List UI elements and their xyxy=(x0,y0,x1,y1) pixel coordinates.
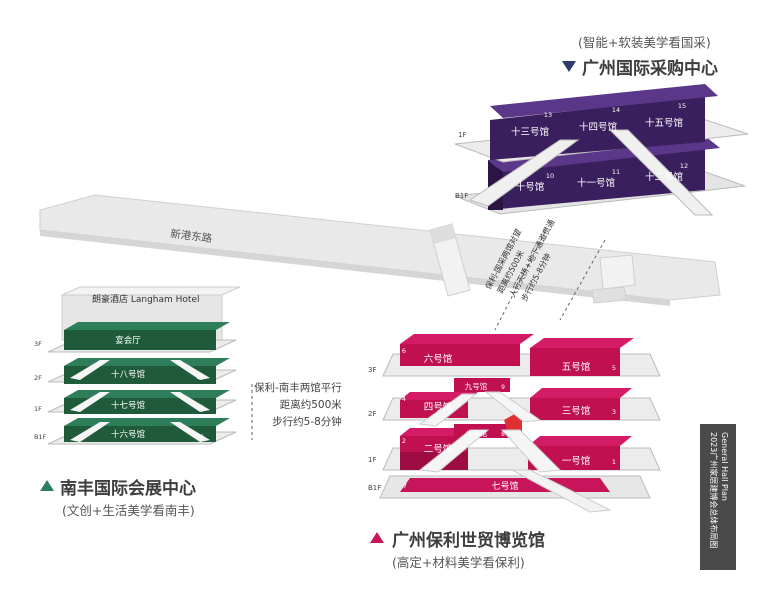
hall-number: 1 xyxy=(612,458,616,466)
floor-label: 2F xyxy=(34,374,42,382)
hall-number: 10 xyxy=(546,172,554,180)
hall-number: 11 xyxy=(612,168,620,176)
hall-number: 14 xyxy=(612,106,620,114)
floor-label: 2F xyxy=(368,410,376,418)
hall-label: 九号馆 xyxy=(465,381,488,391)
guocai-subtitle: (智能+软装美学看国采) xyxy=(578,32,711,51)
floor-label: 1F xyxy=(458,131,466,139)
hall-label: 十五号馆 xyxy=(645,117,683,129)
hall-number: 17 xyxy=(196,405,204,412)
hall-number: 4 xyxy=(402,395,406,403)
poly-title: 广州保利世贸博览馆 xyxy=(392,526,545,551)
hall-label: 六号馆 xyxy=(424,353,453,365)
nanfeng-title: 南丰国际会展中心 xyxy=(60,474,196,499)
hall-number: 13 xyxy=(544,111,552,119)
triangle-down-icon xyxy=(562,61,576,72)
side-tab: General Hall Plan 2023广州家居建博会总体布局图 xyxy=(700,424,736,570)
hall-label: 十七号馆 xyxy=(111,400,145,411)
side-tab-title: General Hall Plan xyxy=(719,432,730,570)
floor-label: 1F xyxy=(368,456,376,464)
hall-label: 十四号馆 xyxy=(579,121,617,133)
floor-label: B1F xyxy=(368,484,381,492)
floor-label: 3F xyxy=(368,366,376,374)
hall-number: 3 xyxy=(612,408,616,416)
guangzhou-procurement-building xyxy=(455,84,748,215)
hall-label: 三号馆 xyxy=(562,405,591,417)
side-tab-subtitle: 2023广州家居建博会总体布局图 xyxy=(708,432,719,570)
hall-number: 2 xyxy=(402,437,406,445)
note-line: 保利-南丰两馆平行 xyxy=(254,380,342,397)
hall-label: 七号馆 xyxy=(491,480,518,492)
note-poly-nanfeng: 保利-南丰两馆平行 距离约500米 步行约5-8分钟 xyxy=(254,380,342,431)
hall-label: 八号馆 xyxy=(465,428,488,438)
hall-label: 十八号馆 xyxy=(111,369,145,380)
nanfeng-building xyxy=(48,287,240,444)
nanfeng-subtitle: (文创+生活美学看南丰) xyxy=(62,500,195,519)
hall-label: 五号馆 xyxy=(562,361,591,373)
hall-label: 十六号馆 xyxy=(111,429,145,440)
hall-number: 18 xyxy=(196,374,204,381)
hall-number: 8 xyxy=(501,431,505,438)
hall-label: 十一号馆 xyxy=(577,177,615,189)
triangle-up-icon xyxy=(370,532,384,543)
triangle-up-icon xyxy=(40,480,54,491)
hall-number: 5 xyxy=(612,364,616,372)
hall-number: 12 xyxy=(680,162,688,170)
floor-label: B1F xyxy=(34,433,47,441)
note-line: 步行约5-8分钟 xyxy=(254,414,342,431)
hall-label: 四号馆 xyxy=(424,401,453,413)
floor-label: B1F xyxy=(455,192,468,200)
guocai-title: 广州国际采购中心 xyxy=(582,54,718,79)
floor-label: 1F xyxy=(34,405,42,413)
hall-number: 7 xyxy=(403,482,407,490)
hall-number: 9 xyxy=(501,384,505,391)
hall-number: 16 xyxy=(196,434,204,441)
hall-label: 二号馆 xyxy=(424,443,453,455)
floor-label: 3F xyxy=(34,340,42,348)
hall-label: 一号馆 xyxy=(562,455,591,467)
hall-label: 十二号馆 xyxy=(645,171,683,183)
hall-label: 十号馆 xyxy=(516,181,545,193)
hotel-label: 朗豪酒店 Langham Hotel xyxy=(92,293,200,305)
hall-number: 6 xyxy=(402,347,406,355)
hall-label: 宴会厅 xyxy=(115,335,141,346)
note-line: 距离约500米 xyxy=(254,397,342,414)
poly-subtitle: (高定+材料美学看保利) xyxy=(392,552,525,571)
poly-building xyxy=(380,334,660,512)
hall-label: 十三号馆 xyxy=(511,126,549,138)
hall-number: 15 xyxy=(678,102,686,110)
